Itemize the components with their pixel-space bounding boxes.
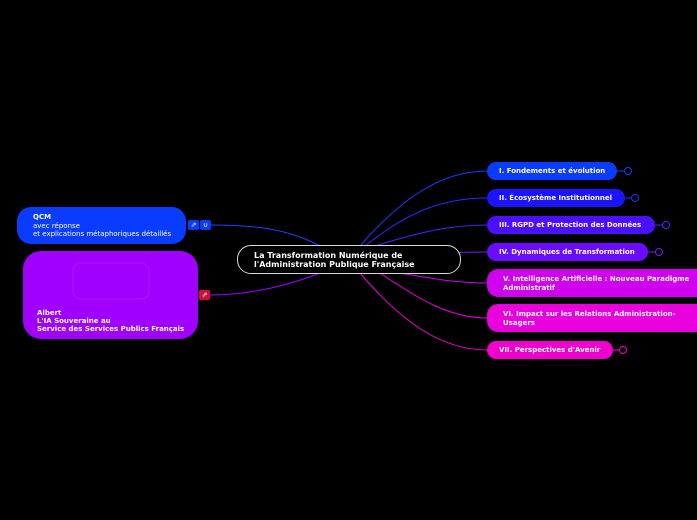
- connector-qcm: [209, 224, 321, 247]
- connector-branch-5: [399, 272, 488, 284]
- branch-node-5[interactable]: V. Intelligence Artificielle : Nouveau P…: [487, 269, 697, 297]
- connector-albert: [209, 272, 321, 296]
- connector-branch-3: [374, 224, 488, 247]
- root-title-line2: l'Administration Publique Française: [254, 260, 415, 269]
- attachment-icon[interactable]: ∪: [200, 220, 211, 230]
- branch-node-3[interactable]: III. RGPD et Protection des Données: [487, 216, 655, 234]
- qcm-line2: avec réponse: [33, 221, 80, 230]
- collapse-toggle-4[interactable]: [655, 248, 663, 256]
- connector-branch-6: [379, 272, 488, 319]
- connector-branch-1: [359, 170, 488, 247]
- branch-label-6-line2: Usagers: [503, 319, 535, 327]
- albert-line2: L'IA Souveraine au: [37, 317, 111, 325]
- branch-node-6[interactable]: VI. Impact sur les Relations Administrat…: [487, 304, 697, 332]
- branch-label-2: II. Écosystème Institutionnel: [499, 193, 613, 202]
- albert-line3: Service des Services Publics Français: [37, 325, 185, 333]
- qcm-title: QCM: [33, 213, 52, 221]
- branch-node-1[interactable]: I. Fondements et évolution: [487, 162, 617, 180]
- qcm-node[interactable]: QCM avec réponse et explications métapho…: [17, 207, 186, 244]
- branch-label-1: I. Fondements et évolution: [499, 166, 606, 175]
- branch-label-5-line2: Administratif: [503, 284, 555, 292]
- collapse-toggle-3[interactable]: [662, 221, 670, 229]
- albert-link-icon[interactable]: ⇗: [199, 290, 210, 300]
- connector-branch-2: [364, 197, 488, 247]
- branch-node-2[interactable]: II. Écosystème Institutionnel: [487, 189, 625, 207]
- qcm-line3: et explications métaphoriques détaillés: [33, 230, 172, 238]
- link-icon[interactable]: ⇗: [188, 220, 199, 230]
- branch-label-7: VII. Perspectives d'Avenir: [499, 345, 601, 354]
- branch-label-3: III. RGPD et Protection des Données: [499, 220, 642, 229]
- collapse-toggle-1[interactable]: [624, 167, 632, 175]
- connector-branch-7: [359, 272, 488, 351]
- albert-image-placeholder: [72, 262, 150, 300]
- albert-node[interactable]: Albert L'IA Souveraine au Service des Se…: [23, 251, 198, 339]
- branch-label-5-line1: V. Intelligence Artificielle : Nouveau P…: [503, 275, 690, 283]
- branch-node-7[interactable]: VII. Perspectives d'Avenir: [487, 341, 613, 359]
- root-node[interactable]: La Transformation Numérique de l'Adminis…: [237, 245, 461, 274]
- collapse-toggle-2[interactable]: [631, 194, 639, 202]
- albert-line1: Albert: [37, 309, 62, 317]
- branch-label-6-line1: VI. Impact sur les Relations Administrat…: [503, 310, 676, 318]
- branch-label-4: IV. Dynamiques de Transformation: [499, 247, 635, 256]
- collapse-toggle-7[interactable]: [619, 346, 627, 354]
- root-title-line1: La Transformation Numérique de: [254, 251, 403, 260]
- branch-node-4[interactable]: IV. Dynamiques de Transformation: [487, 243, 648, 261]
